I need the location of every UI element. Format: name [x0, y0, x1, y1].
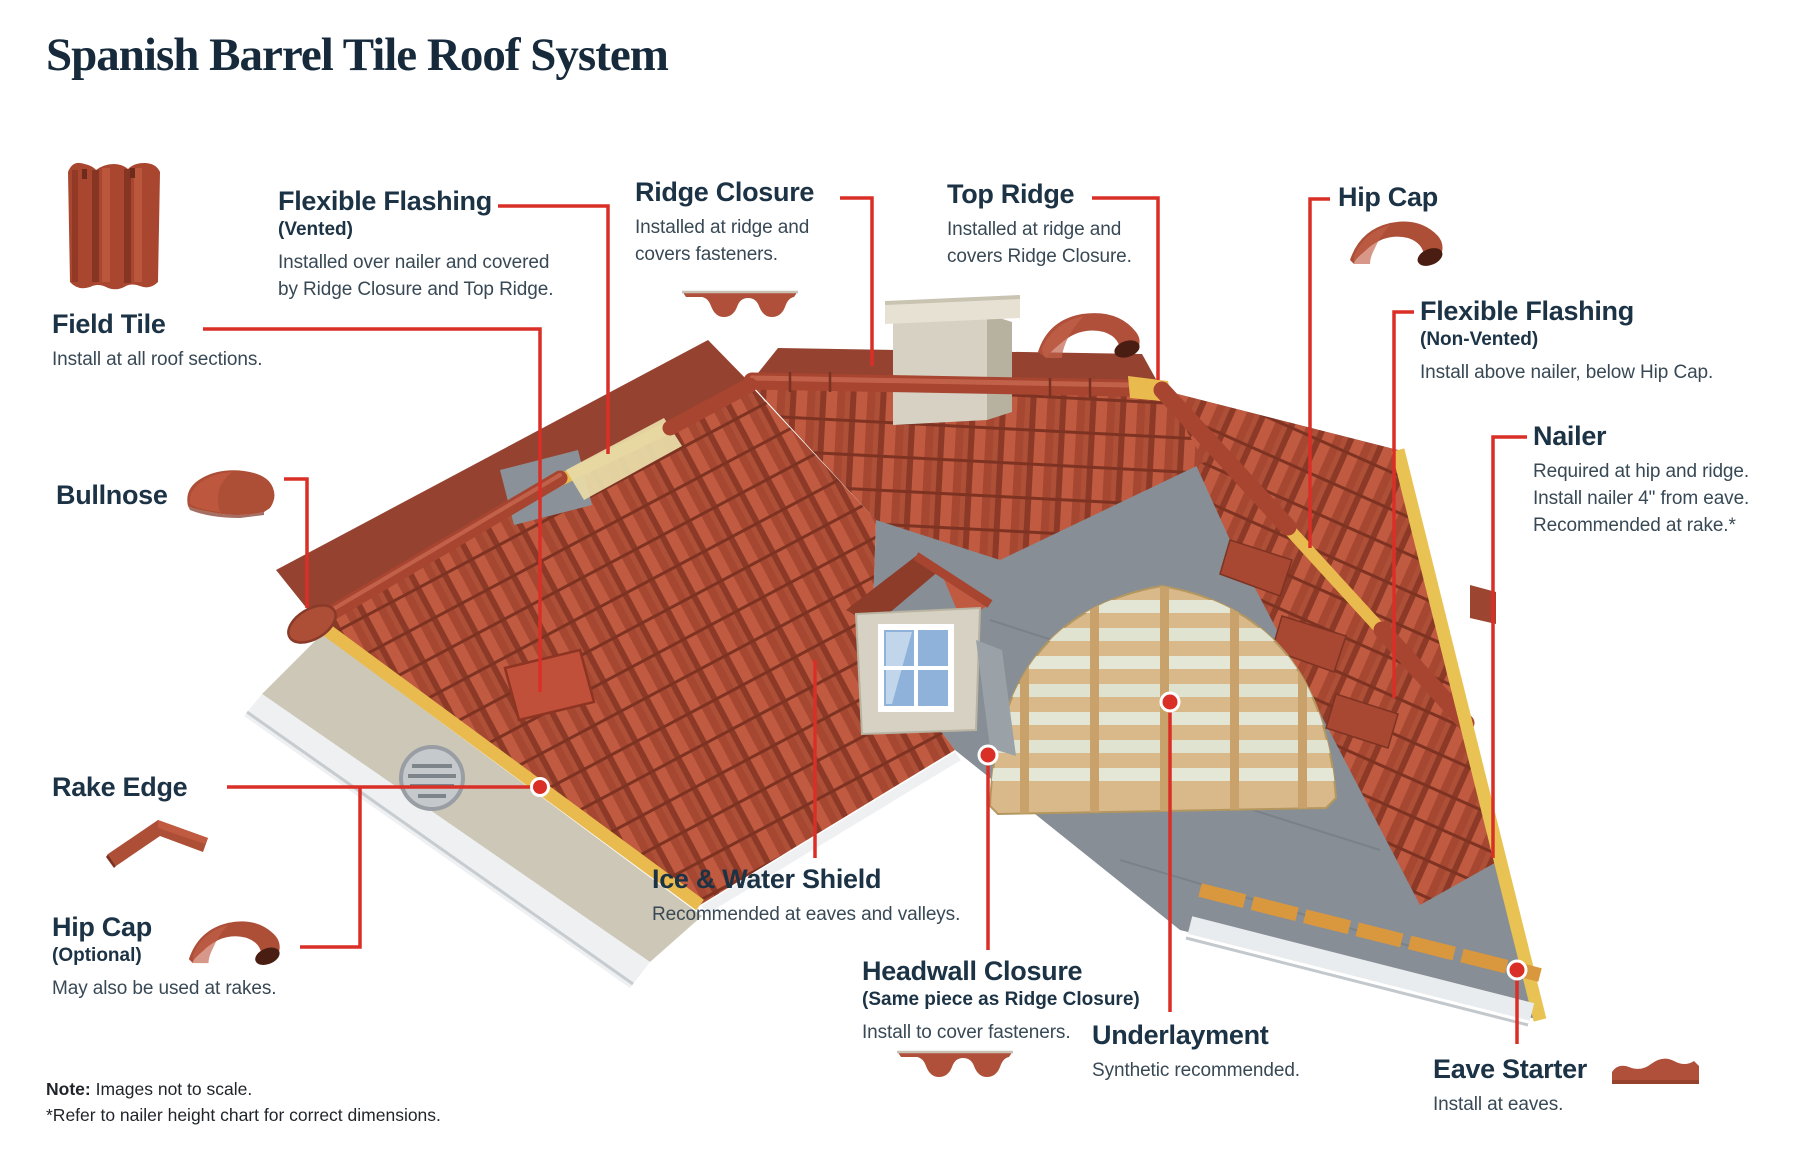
- callout-title: Flexible Flashing: [278, 186, 492, 216]
- connector-field-tile: [203, 327, 542, 692]
- dormer-window: [878, 624, 954, 712]
- callout-headwall-closure: Headwall Closure (Same piece as Ridge Cl…: [862, 956, 1162, 1047]
- callout-title: Hip Cap: [52, 912, 152, 942]
- callout-eave-starter: Eave Starter Install at eaves.: [1433, 1054, 1693, 1119]
- callout-desc: May also be used at rakes.: [52, 978, 277, 1000]
- callout-nailer: Nailer Required at hip and ridge. Instal…: [1533, 421, 1783, 540]
- callout-flexible-flashing-nonvented: Flexible Flashing (Non-Vented) Install a…: [1420, 296, 1780, 387]
- callout-desc: Installed over nailer and covered by Rid…: [278, 252, 554, 300]
- callout-desc: Install to cover fasteners.: [862, 1022, 1071, 1044]
- callout-rake-edge: Rake Edge: [52, 772, 232, 802]
- bullnose-installed: [287, 604, 337, 644]
- eave-starter-icon: [1612, 1058, 1699, 1084]
- footnote-line2: *Refer to nailer height chart for correc…: [46, 1105, 441, 1126]
- connector-hip-cap-optional: [300, 787, 362, 949]
- vented-flashing-strip: [566, 418, 682, 500]
- callout-title: Top Ridge: [947, 179, 1075, 209]
- headwall-closure-icon: [897, 1050, 1013, 1077]
- callout-desc: Installed at ridge and covers Ridge Clos…: [947, 219, 1132, 268]
- callout-title: Ridge Closure: [635, 177, 815, 207]
- callout-ridge-closure: Ridge Closure Installed at ridge and cov…: [635, 177, 840, 269]
- connector-ridge-closure: [840, 196, 874, 366]
- callout-field-tile: Field Tile Install at all roof sections.: [52, 309, 312, 374]
- callout-qualifier: (Same piece as Ridge Closure): [862, 989, 1140, 1011]
- callout-desc: Install above nailer, below Hip Cap.: [1420, 362, 1714, 384]
- callout-top-ridge: Top Ridge Installed at ridge and covers …: [947, 179, 1162, 271]
- connector-dots: [530, 691, 1528, 981]
- rake-edge-icon: [106, 820, 208, 868]
- callout-hip-cap-optional: Hip Cap (Optional) May also be used at r…: [52, 912, 312, 1003]
- dot-eave-starter: [1506, 959, 1528, 981]
- dormer: [846, 552, 1016, 756]
- callout-desc: Install at all roof sections.: [52, 349, 263, 371]
- footnote-line1: Note: Images not to scale.: [46, 1079, 253, 1099]
- front-tile-strip: [750, 383, 1205, 560]
- callout-title: Headwall Closure: [862, 956, 1083, 986]
- connector-top-ridge: [1092, 196, 1160, 380]
- roof-vent-box: [1470, 585, 1496, 624]
- footnote: Note: Images not to scale. *Refer to nai…: [46, 1076, 441, 1129]
- callout-qualifier: (Vented): [278, 219, 353, 241]
- callout-underlayment: Underlayment Synthetic recommended.: [1092, 1020, 1352, 1085]
- callout-desc: Install at eaves.: [1433, 1094, 1564, 1116]
- field-tile-patch: [503, 648, 596, 722]
- eave-edge: [1185, 883, 1542, 1027]
- gable-vent-icon: [399, 745, 465, 811]
- callout-connectors: [203, 196, 1527, 1044]
- left-ridge-caps: [287, 377, 758, 644]
- callout-qualifier: (Optional): [52, 945, 142, 967]
- right-rake-nailer-strip: [1391, 448, 1547, 1022]
- callout-title: Nailer: [1533, 421, 1607, 451]
- connector-flexible-flashing-nonvented: [1392, 310, 1414, 698]
- dot-rake-edge: [530, 777, 550, 797]
- dot-headwall-closure: [977, 744, 999, 766]
- page-title: Spanish Barrel Tile Roof System: [46, 29, 669, 81]
- hip-cap-icon: [1350, 221, 1443, 266]
- dot-underlayment: [1159, 691, 1181, 713]
- callout-desc: Installed at ridge and covers fasteners.: [635, 217, 810, 266]
- callout-title: Ice & Water Shield: [652, 864, 882, 894]
- callout-title: Flexible Flashing: [1420, 296, 1634, 326]
- ridge-closure-icon: [682, 290, 798, 317]
- callout-title: Bullnose: [56, 480, 168, 510]
- hip-edge: [1153, 381, 1475, 732]
- callout-qualifier: (Non-Vented): [1420, 329, 1539, 351]
- connector-nailer: [1491, 435, 1527, 858]
- callout-hip-cap: Hip Cap: [1338, 182, 1538, 212]
- footnote-label: Note:: [46, 1079, 91, 1099]
- tile-course-steps: [1219, 539, 1399, 749]
- connector-hip-cap: [1308, 197, 1330, 548]
- connector-flexible-flashing-vented: [498, 204, 610, 454]
- gable-end: [244, 616, 704, 988]
- callout-title: Eave Starter: [1433, 1054, 1587, 1084]
- callout-desc: Required at hip and ridge. Install naile…: [1533, 461, 1750, 537]
- callout-bullnose: Bullnose: [56, 480, 216, 510]
- left-tile-plane: [316, 385, 955, 905]
- callout-desc: Recommended at eaves and valleys.: [652, 904, 961, 926]
- field-tile-icon: [68, 162, 160, 290]
- top-ridge-icon: [1038, 313, 1140, 358]
- rake-nailer-strip: [312, 616, 704, 911]
- callout-ice-water-shield: Ice & Water Shield Recommended at eaves …: [652, 864, 982, 929]
- bullnose-icon: [187, 470, 275, 518]
- callout-title: Field Tile: [52, 309, 166, 339]
- callout-title: Underlayment: [1092, 1020, 1269, 1050]
- callout-flexible-flashing-vented: Flexible Flashing (Vented) Installed ove…: [278, 186, 563, 304]
- callout-title: Rake Edge: [52, 772, 188, 802]
- callout-desc: Synthetic recommended.: [1092, 1060, 1300, 1082]
- connector-bullnose: [284, 477, 309, 608]
- chimney: [884, 295, 1021, 425]
- left-eave-fascia: [701, 751, 961, 915]
- callout-title: Hip Cap: [1338, 182, 1438, 212]
- hip-cap-optional-icon: [188, 921, 280, 965]
